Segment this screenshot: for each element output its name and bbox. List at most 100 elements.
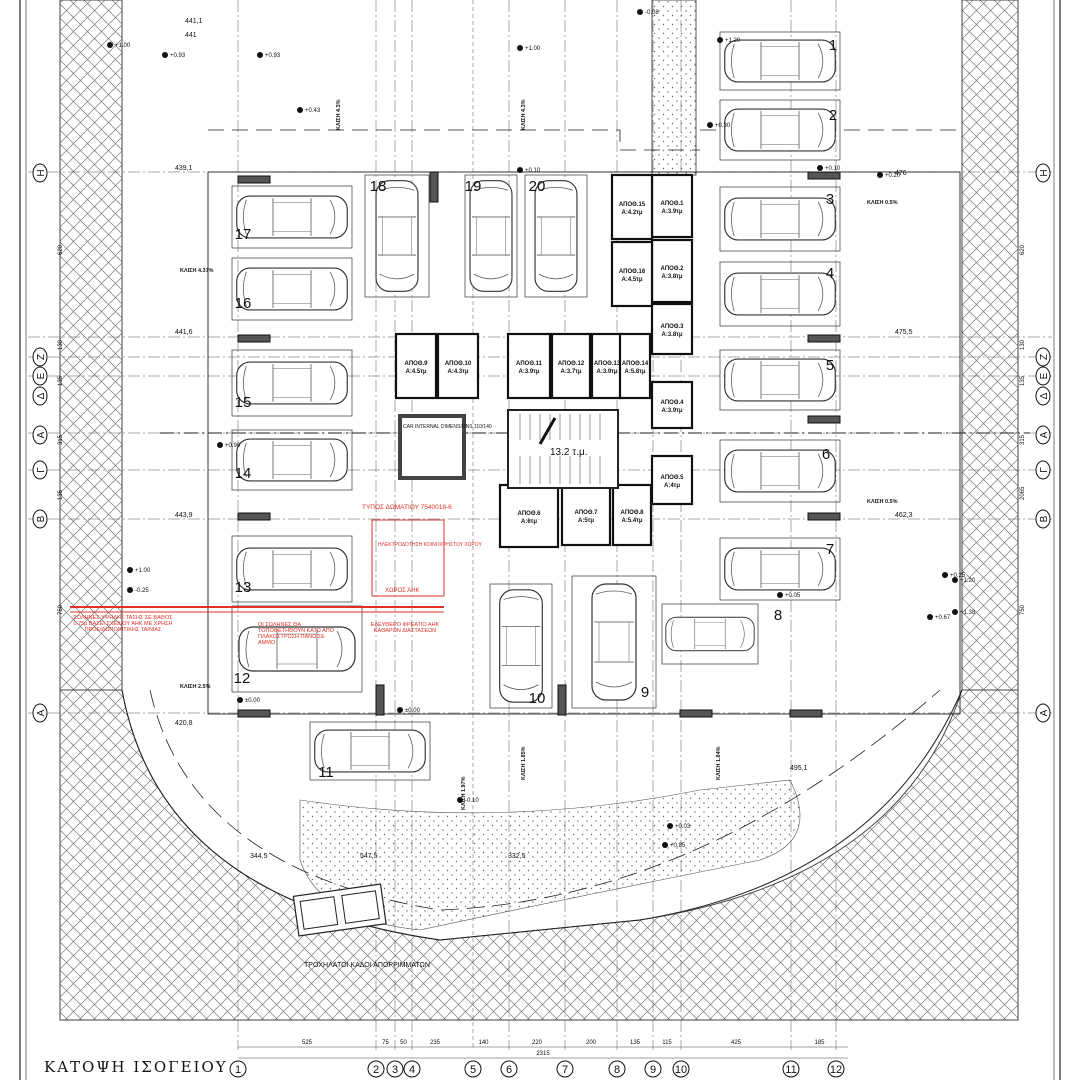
level-marker-icon — [662, 842, 668, 848]
storage-room: ΑΠΟΘ.7Α:5τμ — [560, 483, 612, 547]
storage-name: ΑΠΟΘ.14 — [622, 361, 649, 367]
plan-dimension: 475,5 — [895, 329, 913, 336]
level-value: +0.10 — [525, 168, 541, 174]
parking-number: 16 — [235, 295, 252, 312]
row-axis-bubble — [1035, 509, 1051, 529]
side-dimension: 750 — [58, 604, 64, 615]
storage-area: Α:3.8τμ — [661, 332, 682, 338]
storage-area: Α:4.5τμ — [405, 369, 426, 375]
side-dimension: 2065 — [1020, 486, 1026, 500]
level-value: +1.00 — [115, 43, 131, 49]
slope-label: ΚΛΙΣΗ 4.3% — [521, 99, 527, 130]
slope-label: ΚΛΙΣΗ 0.5% — [867, 200, 898, 206]
refuse-bins — [292, 883, 387, 937]
storage-name: ΑΠΟΘ.9 — [404, 361, 428, 367]
parking-space: 7 — [719, 537, 841, 601]
level-value: -0.25 — [135, 588, 149, 594]
level-markers: +1.00+0.93+0.93+1.00+0.43+0.10±0.00-0.08… — [107, 9, 976, 849]
column-axis-bubble — [403, 1060, 421, 1078]
column-axis-label: 11 — [785, 1064, 796, 1076]
car-outline — [534, 180, 578, 292]
parking-number: 1 — [829, 37, 837, 54]
cable-note: ΣΩΛΗΝΕΣ ΥΨΗΛΗΣ ΤΑΣΗΣ ΣΕ ΒΑΘΟΣ 0.75μ ΒΑΣΕ… — [73, 615, 173, 633]
row-axis-label: Α — [36, 709, 47, 716]
slope-label: ΚΛΙΣΗ 4.3% — [336, 99, 342, 130]
parking-space: 9 — [571, 575, 657, 709]
column-axis-label: 9 — [650, 1064, 656, 1076]
storage-name: ΑΠΟΘ.1 — [660, 201, 684, 207]
column — [789, 709, 823, 718]
level-marker-icon — [217, 442, 223, 448]
car-outline — [236, 361, 348, 405]
level-marker-icon — [942, 572, 948, 578]
ducts-note: ΟΙ ΣΩΛΗΝΕΣ ΘΑ ΤΟΠΟΘΕΤΗΘΟΥΝ ΚΑΤΩ ΑΠΟ ΠΛΑΚ… — [258, 622, 335, 646]
level-value: +0.93 — [170, 53, 186, 59]
storage-name: ΑΠΟΘ.10 — [445, 361, 472, 367]
parking-number: 11 — [318, 764, 334, 781]
parking-number: 18 — [370, 178, 387, 195]
level-value: +0.67 — [935, 615, 951, 621]
car-outline — [724, 272, 836, 316]
side-dimension: 135 — [58, 375, 64, 386]
level-value: +1.00 — [525, 46, 541, 52]
level-marker-icon — [297, 107, 303, 113]
level-marker-icon — [397, 707, 403, 713]
level-value: +1.38 — [960, 610, 976, 616]
storage-name: ΑΠΟΘ.16 — [619, 269, 646, 275]
storage-name: ΑΠΟΘ.5 — [660, 475, 684, 481]
lift-label: CAR INTERNAL DIMENSIONS 110/140 — [403, 424, 492, 430]
bottom-dimension: 140 — [478, 1040, 489, 1046]
storage-name: ΑΠΟΘ.13 — [594, 361, 621, 367]
top-dimension: 441,1 — [185, 18, 203, 25]
level-value: +0.85 — [670, 843, 686, 849]
plan-dimension: 441,6 — [175, 329, 193, 336]
storage-area: Α:4τμ — [664, 483, 680, 489]
level-marker-icon — [927, 614, 933, 620]
column — [807, 415, 841, 424]
level-marker-icon — [457, 797, 463, 803]
level-marker-icon — [817, 165, 823, 171]
parking-space: 13 — [231, 535, 353, 603]
storage-name: ΑΠΟΘ.4 — [660, 400, 684, 406]
circulation-core: CAR INTERNAL DIMENSIONS 110/140 13.2 τ.μ… — [398, 409, 619, 489]
storage-name: ΑΠΟΘ.3 — [660, 324, 684, 330]
slope-labels: ΚΛΙΣΗ 4.3%ΚΛΙΣΗ 4.3%ΚΛΙΣΗ 4.37%ΚΛΙΣΗ 0.5… — [180, 99, 898, 810]
row-axis-label: Ζ — [36, 354, 47, 360]
level-value: +1.20 — [960, 578, 976, 584]
car-outline — [724, 547, 836, 591]
plan-dimension: 420,8 — [175, 720, 193, 727]
electrical-note: ΗΛΕΚΤΡΟΔΟΤΗΣΗ ΚΟΙΝΟΧΡΗΣΤΟΥ ΧΩΡΟΥ — [378, 542, 482, 548]
storage-name: ΑΠΟΘ.6 — [517, 511, 541, 517]
row-axis-bubble — [32, 460, 48, 480]
bottom-dimension: 235 — [430, 1040, 441, 1046]
stair-area: 13.2 τ.μ. — [550, 447, 588, 458]
parking-space: 17 — [231, 185, 353, 249]
column-axis-label: 10 — [675, 1064, 687, 1076]
row-axis-label: Β — [1039, 515, 1050, 522]
level-value: +1.00 — [135, 568, 151, 574]
column-axis-bubble — [386, 1060, 404, 1078]
level-marker-icon — [777, 592, 783, 598]
level-marker-icon — [667, 823, 673, 829]
storage-room: ΑΠΟΘ.5Α:4τμ — [650, 454, 694, 506]
storage-area: Α:5τμ — [578, 518, 594, 524]
parking-space: 20 — [524, 174, 588, 298]
row-axis-label: Α — [1039, 431, 1050, 438]
structural-columns — [237, 171, 841, 718]
row-axis-label: Η — [36, 169, 47, 176]
parking-space: 10 — [489, 583, 553, 709]
parking-space: 8 — [661, 603, 782, 665]
level-marker-icon — [952, 609, 958, 615]
column-axis-label: 7 — [562, 1064, 568, 1076]
parking-space: 5 — [719, 349, 841, 411]
column-axis-label: 12 — [830, 1064, 842, 1076]
row-axis-label: Α — [1039, 709, 1050, 716]
plan-dimension: 344,5 — [250, 853, 268, 860]
bottom-dimension: 525 — [302, 1040, 313, 1046]
row-axis-label: Α — [36, 431, 47, 438]
storage-room: ΑΠΟΘ.4Α:3.9τμ — [650, 380, 694, 430]
level-marker-icon — [107, 42, 113, 48]
plan-dimension: 439,1 — [175, 165, 193, 172]
column-axis-bubble — [464, 1060, 482, 1078]
